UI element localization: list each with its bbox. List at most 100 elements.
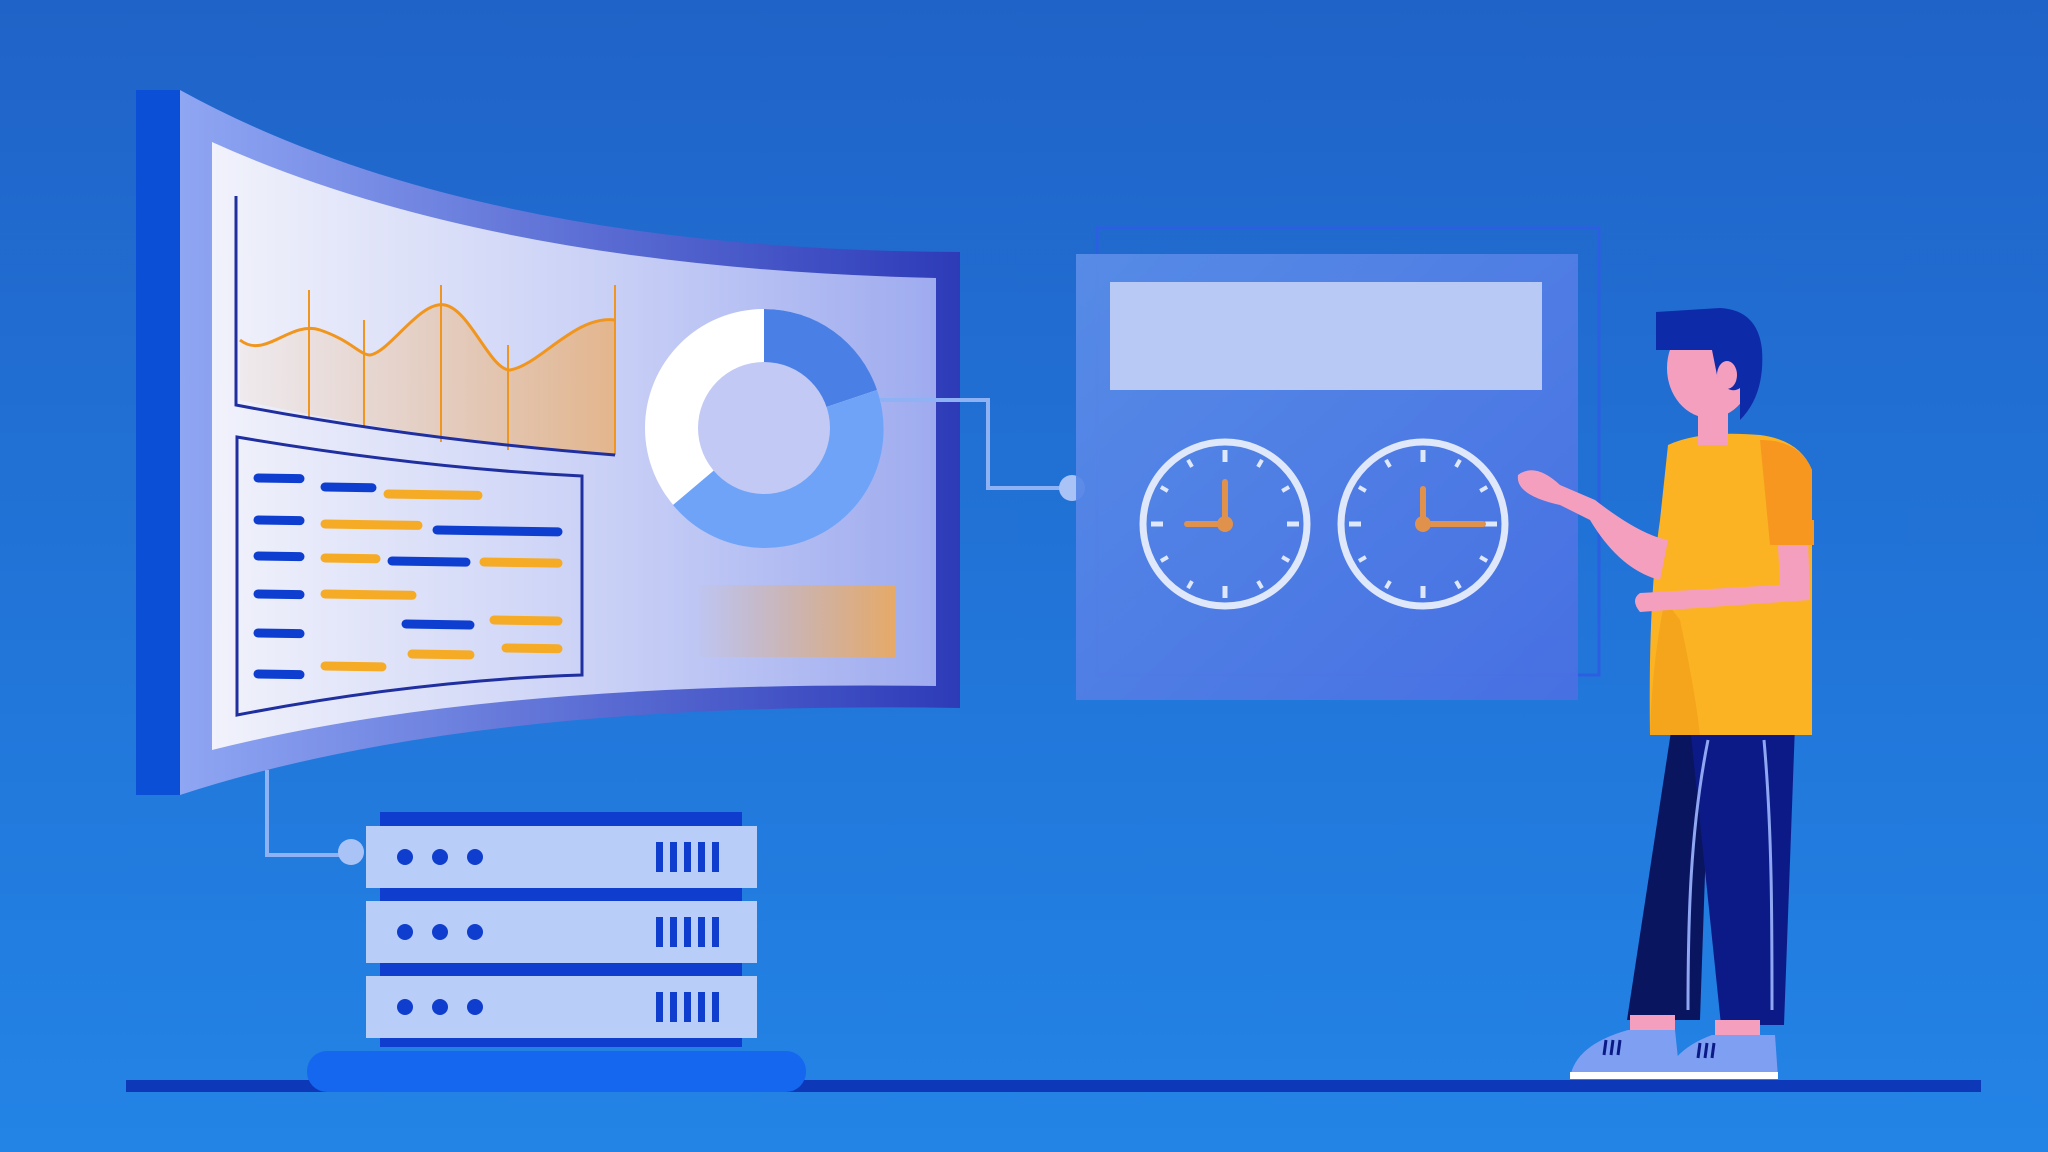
- server-vent: [670, 842, 677, 872]
- clock-tick: [1479, 485, 1489, 493]
- clock-tick: [1256, 458, 1264, 468]
- table-line: [489, 615, 563, 626]
- clock-tick: [1186, 580, 1194, 590]
- shirt-sleeve: [1760, 440, 1812, 545]
- table-line: [407, 649, 475, 660]
- line-chart-widget: [234, 196, 616, 457]
- server-vent: [712, 992, 719, 1022]
- clock-face: [1337, 438, 1509, 610]
- server-led: [397, 924, 413, 940]
- person-presenting: [1517, 308, 1814, 1079]
- server-connector-line: [265, 770, 345, 857]
- clock-tick: [1454, 580, 1462, 590]
- table-line: [479, 557, 563, 568]
- shoe-sole: [1666, 1072, 1778, 1079]
- server-vent: [698, 917, 705, 947]
- server-stack: [265, 770, 806, 1092]
- clock-face: [1139, 438, 1311, 610]
- sleeve-cuff: [1772, 520, 1814, 545]
- curved-monitor: [136, 90, 960, 795]
- server-unit-body: [366, 976, 757, 1038]
- table-line: [320, 519, 423, 530]
- clock-tick: [1159, 555, 1169, 563]
- person-arm-raised: [1517, 470, 1668, 580]
- table-line: [253, 515, 305, 526]
- donut-hole: [698, 362, 830, 494]
- table-line: [387, 556, 471, 567]
- clock-center: [1415, 516, 1431, 532]
- shirt-shadow: [1650, 600, 1700, 735]
- clock-tick: [1384, 580, 1392, 590]
- line-chart-area: [240, 304, 615, 455]
- connector-line: [880, 398, 1070, 490]
- server-vent: [670, 992, 677, 1022]
- pants-seam: [1762, 739, 1774, 1011]
- clock-tick: [1186, 458, 1194, 468]
- table-line: [383, 489, 483, 500]
- table-lines: [253, 473, 563, 680]
- table-line: [320, 553, 381, 564]
- table-line: [432, 525, 563, 537]
- pants-seam: [1686, 739, 1710, 1011]
- monitor-left-frame: [136, 90, 180, 795]
- server-vent: [698, 842, 705, 872]
- server-base: [307, 1051, 806, 1092]
- server-led: [467, 849, 483, 865]
- table-line: [253, 473, 305, 484]
- server-vent: [670, 917, 677, 947]
- table-line: [253, 551, 305, 562]
- table-line: [320, 589, 417, 600]
- server-unit: [366, 826, 757, 888]
- server-vent: [712, 917, 719, 947]
- clock-tick: [1159, 485, 1169, 493]
- clock-icon: [1337, 438, 1509, 610]
- server-vent: [712, 842, 719, 872]
- clock-tick: [1479, 555, 1489, 563]
- table-line: [320, 482, 377, 493]
- table-frame: [235, 435, 584, 717]
- person-hair: [1656, 308, 1763, 420]
- donut-chart-widget: [645, 308, 884, 549]
- clock-panel: [1076, 226, 1601, 700]
- person-shoe-left: [1570, 1030, 1680, 1078]
- server-led: [467, 924, 483, 940]
- table-line: [253, 589, 305, 600]
- server-vent: [698, 992, 705, 1022]
- table-line: [401, 619, 475, 630]
- table-widget: [235, 435, 584, 717]
- shoe-laces: [1602, 1039, 1716, 1059]
- server-led: [467, 999, 483, 1015]
- server-led: [397, 999, 413, 1015]
- clock-tick: [1281, 485, 1291, 493]
- clock-tick: [1281, 555, 1291, 563]
- server-vent: [684, 842, 691, 872]
- clock-center: [1217, 516, 1233, 532]
- table-line: [253, 628, 305, 639]
- table-line: [501, 643, 563, 654]
- person-ear: [1717, 361, 1737, 389]
- server-led: [432, 999, 448, 1015]
- server-vent: [684, 992, 691, 1022]
- server-led: [397, 849, 413, 865]
- clock-tick: [1384, 458, 1392, 468]
- person-arm-lower: [1635, 540, 1810, 612]
- shoe-sole: [1570, 1072, 1680, 1079]
- person-shoe-right: [1666, 1035, 1778, 1078]
- server-unit: [366, 976, 757, 1038]
- server-unit-body: [366, 826, 757, 888]
- server-unit: [366, 901, 757, 963]
- clock-panel-header-bar: [1110, 282, 1542, 390]
- server-vent: [656, 992, 663, 1022]
- server-vent: [656, 917, 663, 947]
- server-led: [432, 924, 448, 940]
- server-unit-body: [366, 901, 757, 963]
- clock-tick: [1454, 458, 1462, 468]
- clock-tick: [1357, 485, 1367, 493]
- server-vent: [684, 917, 691, 947]
- clock-icon: [1139, 438, 1311, 610]
- line-chart-axes: [234, 196, 616, 457]
- server-connector-node: [338, 839, 364, 865]
- clock-tick: [1256, 580, 1264, 590]
- table-line: [320, 661, 387, 672]
